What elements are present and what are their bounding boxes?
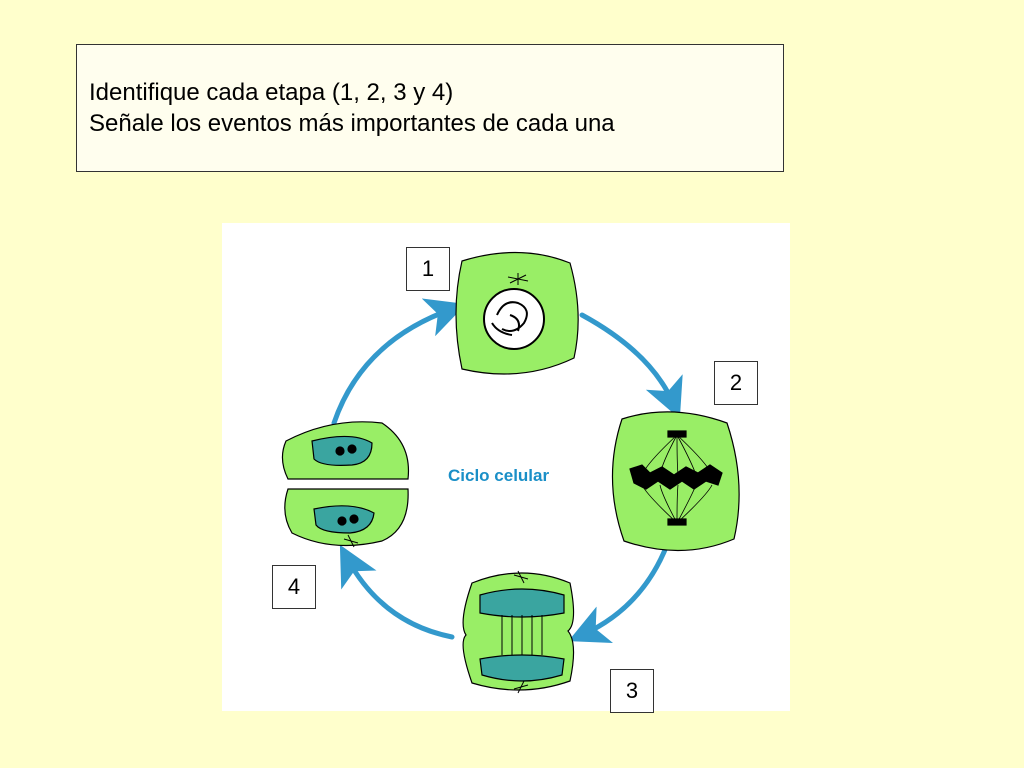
stage-3-cell (462, 570, 575, 694)
instruction-line-1: Identifique cada etapa (1, 2, 3 y 4) (89, 79, 454, 106)
arrow-3-to-4 (339, 544, 455, 640)
diagram-title: Ciclo celular (448, 466, 550, 485)
stage-label-2: 2 (714, 361, 758, 405)
arrow-2-to-3 (568, 542, 670, 643)
arrow-1-to-2 (579, 312, 683, 419)
instruction-box: Identifique cada etapa (1, 2, 3 y 4) Señ… (76, 44, 784, 172)
cell-cycle-illustration (281, 251, 740, 694)
stage-label-3: 3 (610, 669, 654, 713)
cycle-arrows (331, 298, 683, 643)
stage-label-1: 1 (406, 247, 450, 291)
cell-cycle-diagram: 1 2 3 4 Ciclo celular (222, 223, 790, 713)
stage-4-cells (281, 421, 410, 548)
stage-1-cell (455, 251, 579, 375)
stage-label-4: 4 (272, 565, 316, 609)
stage-2-cell (611, 411, 740, 552)
instruction-line-2: Señale los eventos más importantes de ca… (89, 110, 615, 137)
arrow-4-to-1 (331, 298, 467, 426)
